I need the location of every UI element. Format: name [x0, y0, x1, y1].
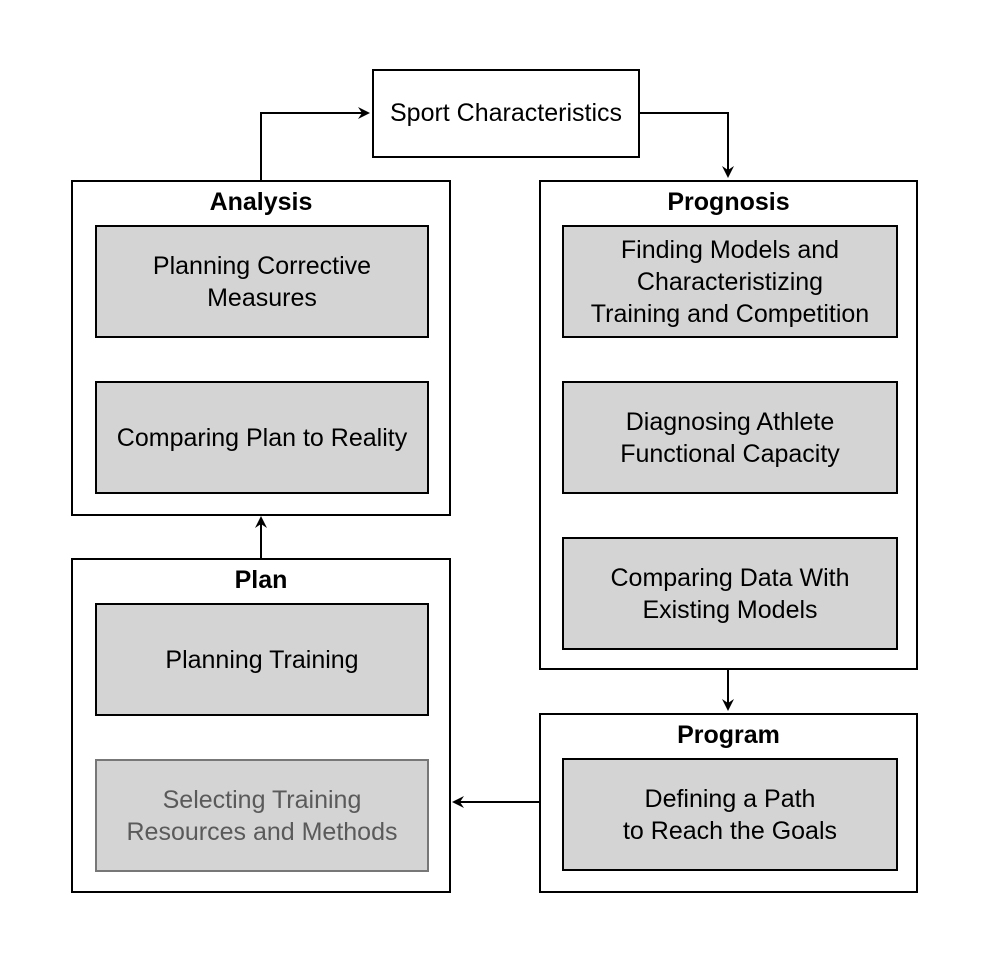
- comparing-plan-to-reality-label: Comparing Plan to Reality: [116, 423, 408, 452]
- comparing-data-box: Comparing Data With Existing Models: [562, 537, 898, 650]
- analysis-group: Analysis Planning Corrective Measures Co…: [71, 180, 451, 516]
- planning-corrective-measures-label: Planning Corrective Measures: [152, 251, 372, 312]
- program-title: Program: [677, 721, 780, 749]
- selecting-training-resources-box: Selecting Training Resources and Methods: [95, 759, 429, 872]
- planning-corrective-measures-box: Planning Corrective Measures: [95, 225, 429, 338]
- sport-characteristics-node: Sport Characteristics: [372, 69, 640, 158]
- prognosis-group: Prognosis Finding Models and Characteris…: [539, 180, 918, 670]
- defining-path-label: Defining a Path to Reach the Goals: [622, 784, 837, 845]
- prognosis-title: Prognosis: [667, 188, 790, 216]
- selecting-training-resources-label: Selecting Training Resources and Methods: [126, 785, 398, 846]
- finding-models-label: Finding Models and Characteristizing Tra…: [590, 235, 870, 328]
- comparing-plan-to-reality-box: Comparing Plan to Reality: [95, 381, 429, 494]
- plan-title: Plan: [234, 566, 288, 594]
- planning-training-box: Planning Training: [95, 603, 429, 716]
- arrow-sport-to-prognosis: [638, 112, 734, 178]
- arrow-analysis-to-sport: [260, 107, 370, 180]
- sport-characteristics-label: Sport Characteristics: [389, 99, 623, 127]
- program-group: Program Defining a Path to Reach the Goa…: [539, 713, 918, 893]
- diagnosing-athlete-box: Diagnosing Athlete Functional Capacity: [562, 381, 898, 494]
- finding-models-box: Finding Models and Characteristizing Tra…: [562, 225, 898, 338]
- analysis-title: Analysis: [209, 188, 313, 216]
- planning-training-label: Planning Training: [165, 645, 359, 674]
- plan-group: Plan Planning Training Selecting Trainin…: [71, 558, 451, 893]
- diagnosing-athlete-label: Diagnosing Athlete Functional Capacity: [620, 407, 840, 468]
- defining-path-box: Defining a Path to Reach the Goals: [562, 758, 898, 871]
- comparing-data-label: Comparing Data With Existing Models: [610, 563, 850, 624]
